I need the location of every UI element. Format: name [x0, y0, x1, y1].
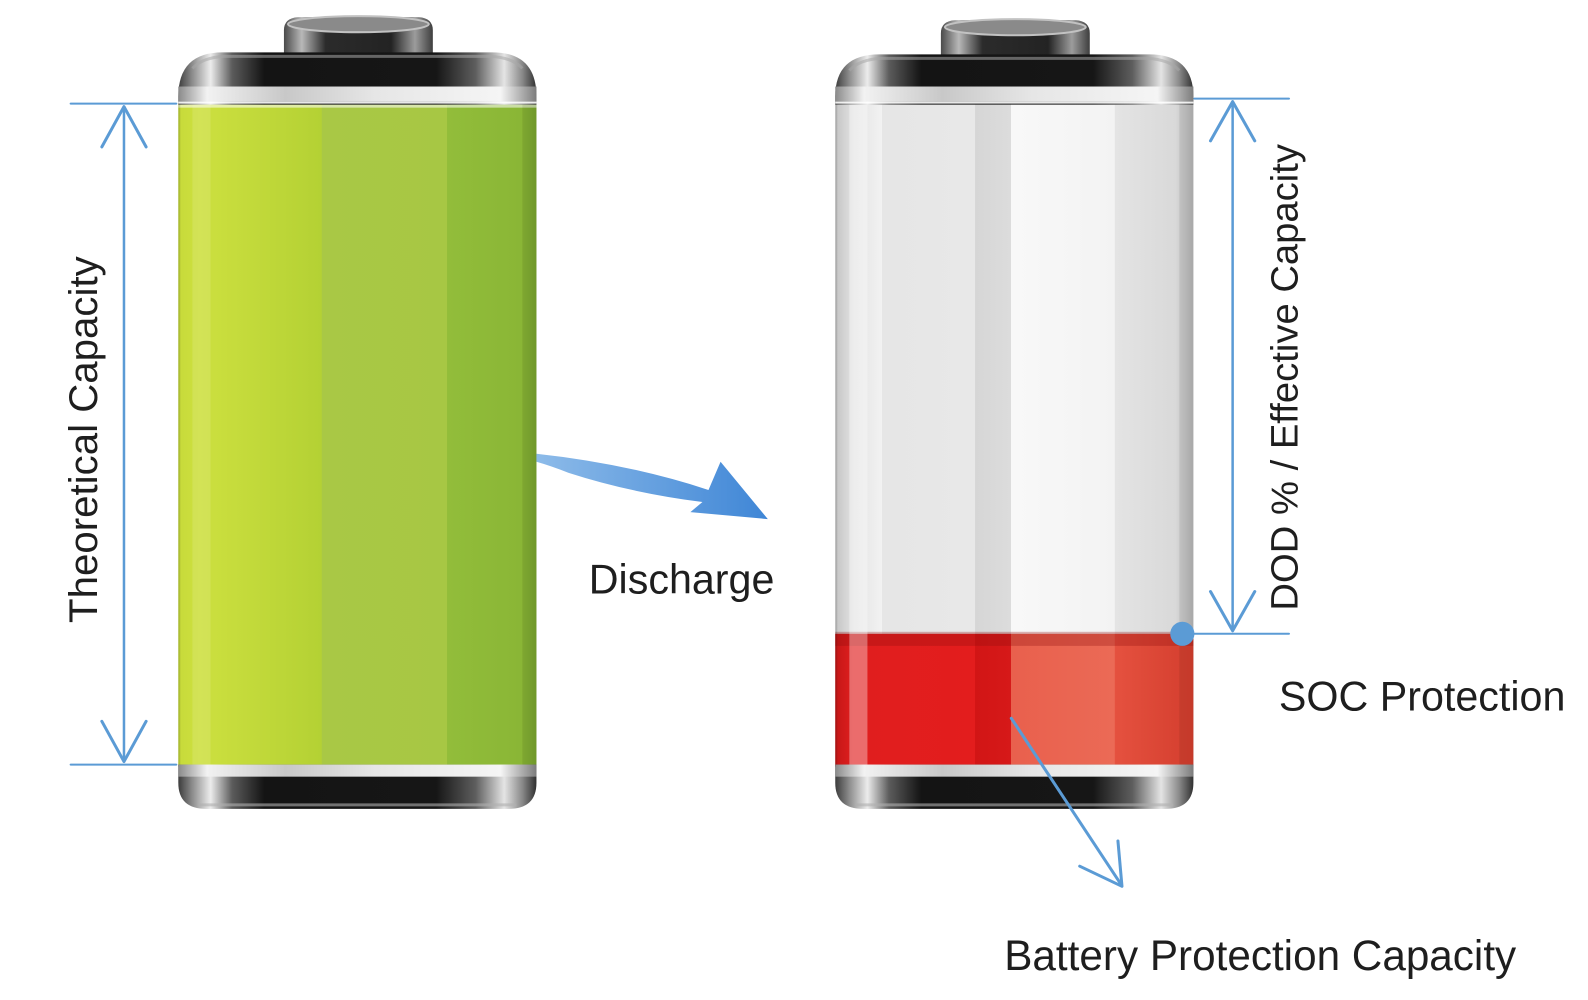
bottom-cap-silver-band	[178, 764, 537, 777]
terminal-nub-top	[286, 15, 430, 34]
pointer-line	[1009, 716, 1123, 886]
bottom-cap-silver-band	[835, 764, 1194, 777]
cap-silver-band	[178, 86, 537, 102]
full-battery-charge-fill	[178, 102, 537, 767]
full-battery-glass-highlight	[192, 104, 211, 765]
discharged-battery-top-cap	[835, 18, 1194, 105]
full-battery-right-shadow	[522, 102, 537, 767]
terminal-nub-top	[943, 18, 1087, 37]
full-battery-top-cap	[178, 15, 537, 105]
soc-protection-label: SOC Protection	[1279, 673, 1565, 719]
soc-protection-marker	[1170, 621, 1195, 646]
cap-rim-highlight	[835, 101, 1194, 104]
discharged-battery-glass-highlight	[849, 104, 868, 765]
discharged-battery-left-edge	[835, 102, 838, 767]
cap-silver-band	[835, 86, 1194, 102]
full-battery-charge-surface	[178, 102, 537, 108]
cap-shoulder-highlight	[848, 56, 1181, 72]
battery-protection-capacity-label: Battery Protection Capacity	[1004, 932, 1517, 979]
full-battery	[178, 15, 537, 809]
discharged-battery-protection-fill	[835, 633, 1194, 767]
dod-effective-capacity-dimension	[1170, 97, 1290, 646]
theoretical-capacity-dimension	[69, 102, 178, 766]
full-battery-bottom-cap	[178, 764, 537, 809]
cap-shoulder-highlight	[191, 54, 524, 70]
arrowhead-icon	[1078, 839, 1124, 888]
dod-effective-capacity-label: DOD % / Effective Capacity	[1263, 143, 1306, 610]
discharged-battery-bottom-cap	[835, 764, 1194, 809]
discharge-arrow-icon	[536, 453, 768, 520]
protection-capacity-pointer	[1009, 716, 1124, 888]
theoretical-capacity-label: Theoretical Capacity	[61, 255, 106, 623]
discharged-battery-right-shadow	[1179, 102, 1194, 767]
arrowhead-down-icon	[1208, 590, 1257, 633]
full-battery-left-edge	[178, 102, 181, 767]
arrowhead-up-icon	[1208, 100, 1257, 143]
discharge-label: Discharge	[589, 557, 775, 603]
discharged-battery-fill-surface	[835, 631, 1194, 646]
arrowhead-down-icon	[100, 719, 148, 764]
cap-rim-highlight	[178, 101, 537, 104]
discharged-battery	[835, 18, 1194, 809]
arrowhead-up-icon	[100, 105, 148, 149]
